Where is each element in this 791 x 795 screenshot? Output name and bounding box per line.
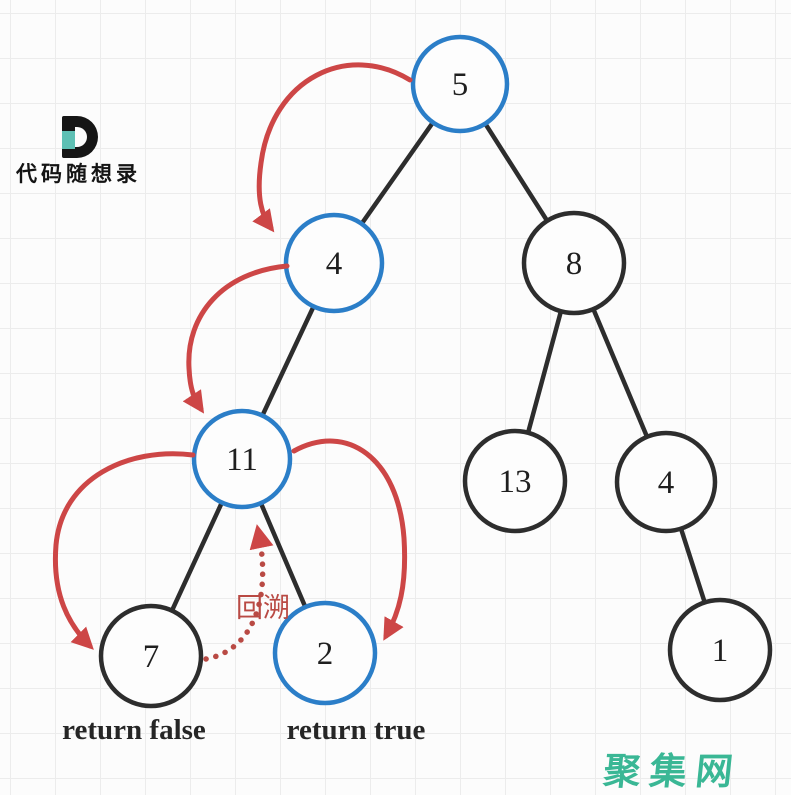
traversal-arrow-4-to-11 <box>182 263 290 414</box>
node-circle-7 <box>98 603 204 709</box>
traversal-arrow-5-to-4 <box>252 62 413 233</box>
node-circle-4-right <box>614 430 718 534</box>
node-value-7: 7 <box>143 639 160 675</box>
traversal-arrow-11-to-2 <box>291 438 408 641</box>
node-value-4-left: 4 <box>326 246 343 282</box>
tree-node-1: 1 <box>667 597 773 703</box>
node-value-1: 1 <box>712 633 729 669</box>
node-circle-1 <box>667 597 773 703</box>
tree-node-2: 2 <box>272 600 378 706</box>
node-value-8: 8 <box>566 246 583 282</box>
return-false-label: return false <box>62 714 206 746</box>
node-circle-4-left <box>283 212 385 314</box>
node-value-13: 13 <box>499 464 532 500</box>
node-circle-5 <box>410 34 510 134</box>
tree-node-4-right: 4 <box>614 430 718 534</box>
traversal-arrow-11-to-7 <box>52 451 196 650</box>
node-circle-8 <box>521 210 627 316</box>
backtrack-arrow-7-to-11 <box>203 524 274 662</box>
tree-nodes: 5 4 8 11 13 4 <box>98 34 773 709</box>
traversal-arrows <box>52 62 413 662</box>
tree-node-7: 7 <box>98 603 204 709</box>
node-circle-2 <box>272 600 378 706</box>
node-value-2: 2 <box>317 636 334 672</box>
return-true-label: return true <box>287 714 426 746</box>
node-value-5: 5 <box>452 67 469 103</box>
node-circle-13 <box>462 428 568 534</box>
backtrack-label: 回溯 <box>236 593 290 624</box>
tree-node-8: 8 <box>521 210 627 316</box>
brand-logo-accent <box>62 131 75 149</box>
tree-node-4-left: 4 <box>283 212 385 314</box>
brand-name: 代码随想录 <box>16 162 141 186</box>
node-value-11: 11 <box>226 442 258 478</box>
tree-node-13: 13 <box>462 428 568 534</box>
watermark-text: 聚集网 <box>601 750 744 793</box>
tree-node-11: 11 <box>191 408 293 510</box>
node-value-4-right: 4 <box>658 465 675 501</box>
tree-edges <box>148 81 723 659</box>
node-circle-11 <box>191 408 293 510</box>
annotations: 回溯 return false return true <box>62 593 425 746</box>
tree-node-5: 5 <box>410 34 510 134</box>
